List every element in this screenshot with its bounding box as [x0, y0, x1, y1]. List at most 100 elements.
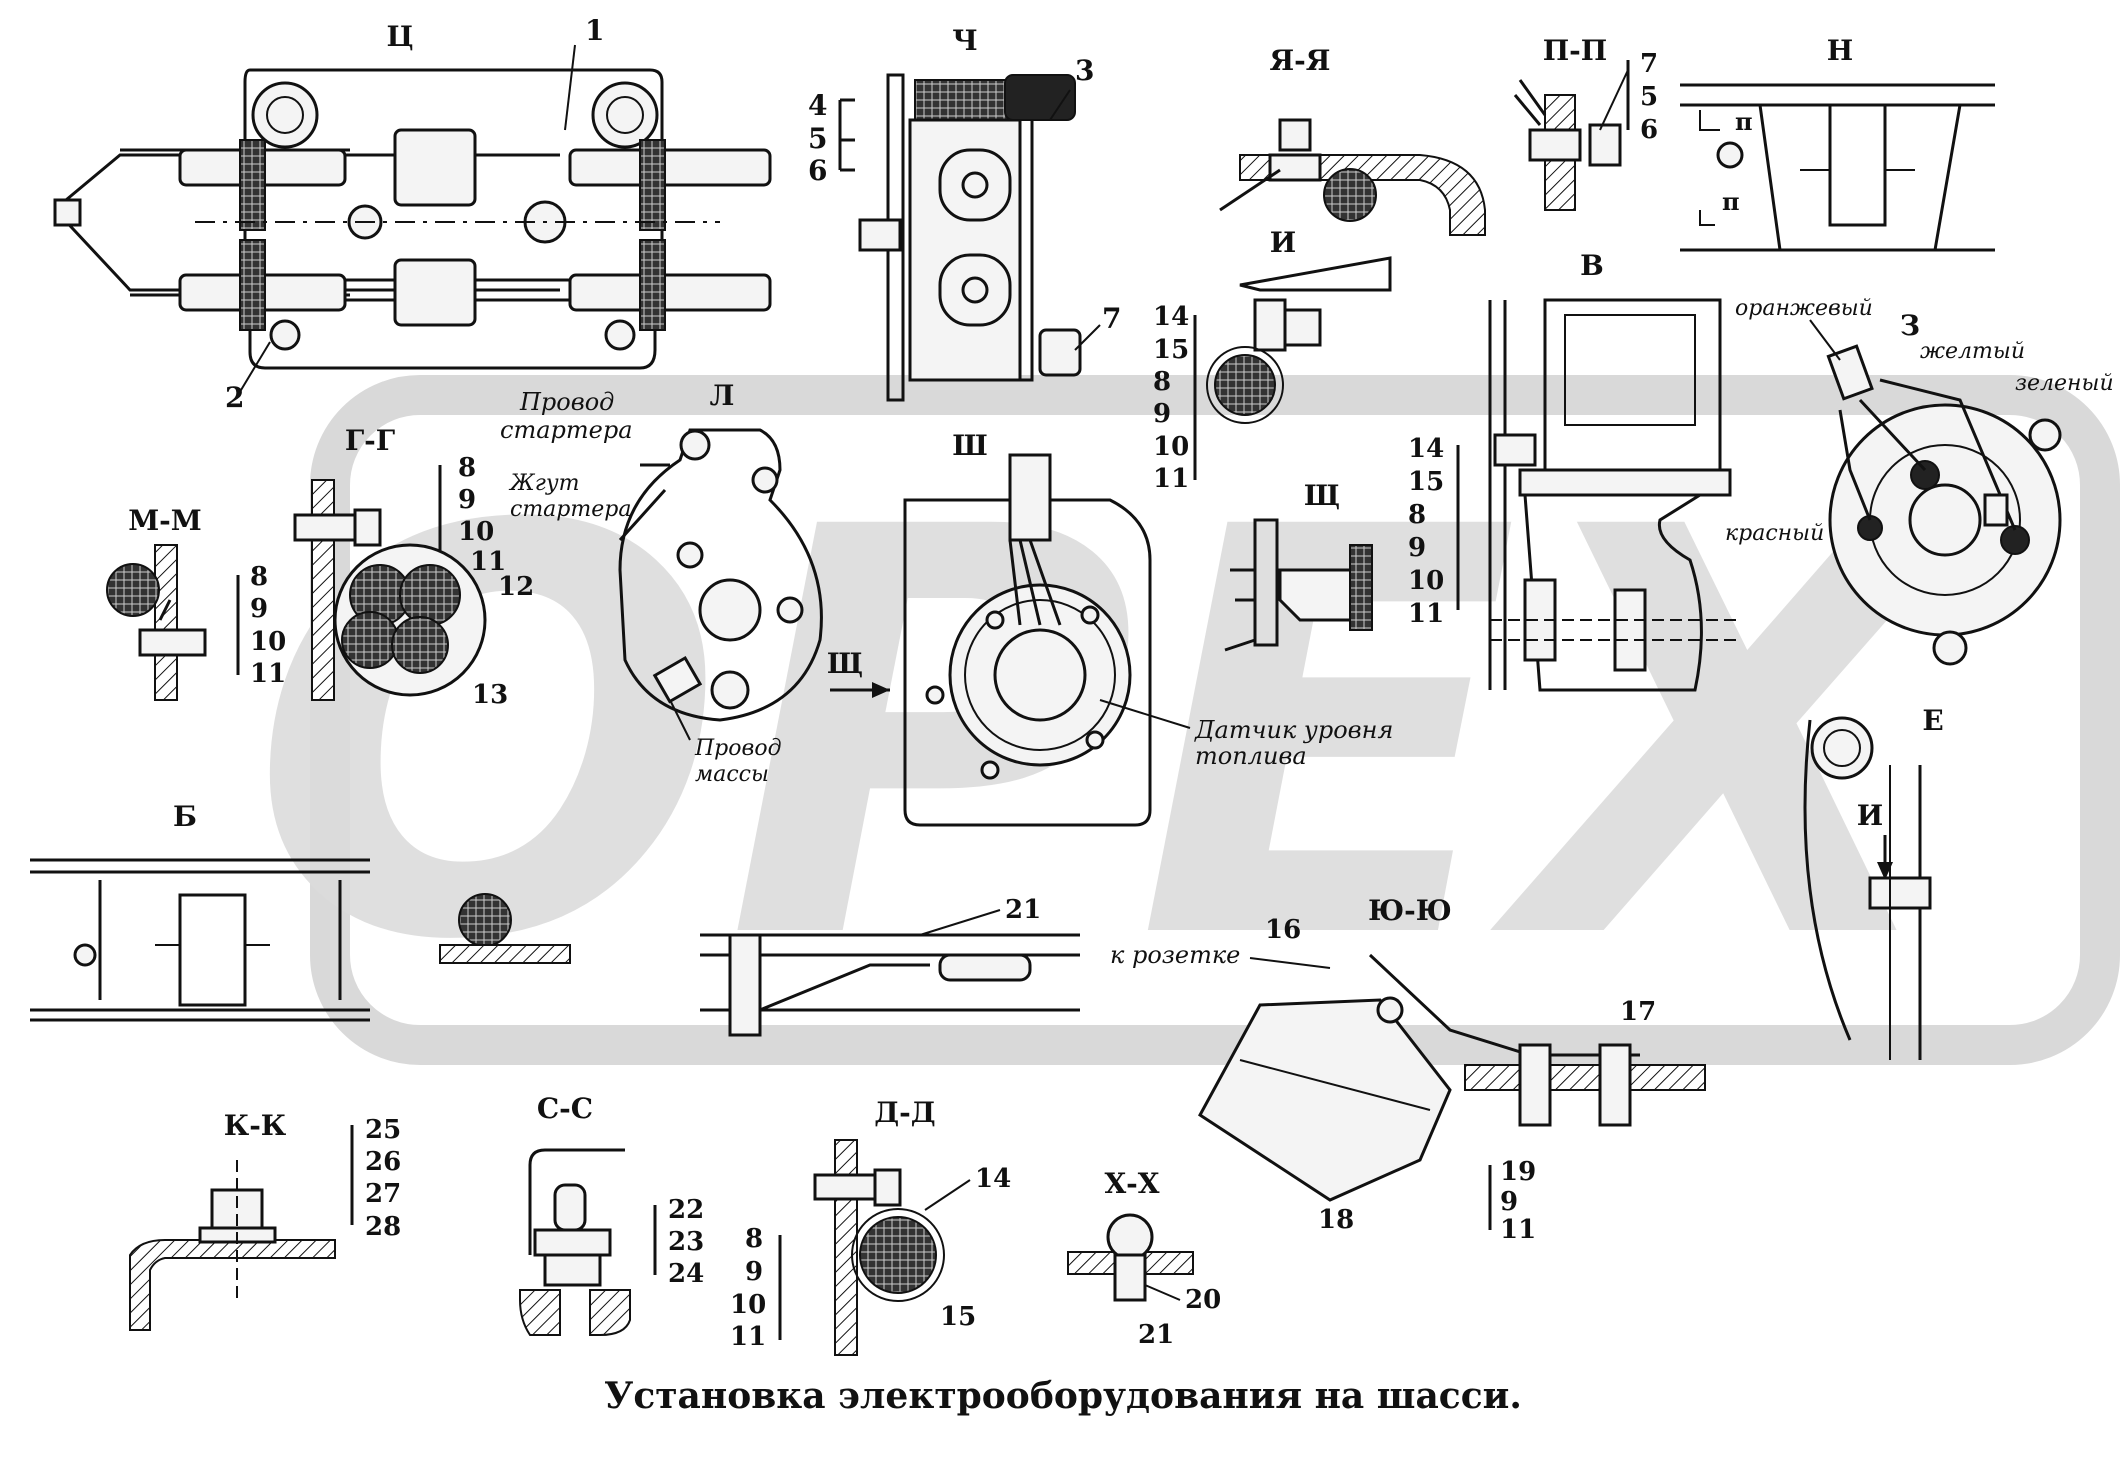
view-e-title: Е — [1922, 704, 1943, 737]
view-n-mark-top: п — [1735, 107, 1753, 136]
view-z-wire-red: красный — [1725, 521, 1824, 546]
view-n-mark-bottom: п — [1722, 187, 1740, 216]
view-ss-callout-22: 22 — [668, 1195, 704, 1225]
view-i-title: И — [1270, 226, 1296, 259]
view-sh-note-2: топлива — [1195, 742, 1307, 770]
view-gg-callout-10: 10 — [458, 517, 494, 547]
view-dd-callout-8: 8 — [745, 1224, 763, 1254]
view-l-note-harness-1: Жгут — [508, 471, 579, 496]
view-mm-callout-8: 8 — [250, 562, 268, 592]
view-sh-note-1: Датчик уровня — [1194, 716, 1393, 744]
view-ss: С-С 22 23 24 — [519, 1092, 704, 1336]
view-ya-title: Я-Я — [1269, 44, 1330, 77]
view-b-title: Б — [173, 800, 197, 833]
view-ch-callout-5: 5 — [808, 122, 827, 155]
view-gg-callout-13: 13 — [472, 680, 508, 710]
view-dd-title: Д-Д — [874, 1096, 935, 1129]
view-ch-callout-7: 7 — [1102, 302, 1121, 335]
view-b: Б — [30, 800, 571, 1022]
view-v-callout-14: 14 — [1408, 434, 1444, 464]
view-pp-callout-5: 5 — [1640, 82, 1658, 112]
view-sh-arrow-label: Щ — [827, 647, 863, 680]
view-yu-callout-11: 11 — [1500, 1215, 1536, 1245]
view-ch-callout-3: 3 — [1075, 54, 1094, 87]
view-gg: Г-Г 8 9 10 11 12 13 — [293, 424, 534, 710]
view-kk-title: К-К — [224, 1109, 287, 1142]
view-gg-title: Г-Г — [345, 424, 395, 457]
view-ch: Ч 3 4 5 6 7 — [808, 24, 1121, 402]
view-l-title: Л — [710, 379, 735, 412]
view-sh-title: Ш — [952, 429, 988, 462]
view-n: Н п п — [1680, 34, 1995, 252]
view-dd-callout-10: 10 — [730, 1290, 766, 1320]
view-xx-callout-21: 21 — [1138, 1320, 1174, 1350]
view-l-note-wire-2: стартера — [500, 416, 633, 444]
view-v-callout-11: 11 — [1408, 599, 1444, 629]
view-xx-title: Х-Х — [1104, 1167, 1159, 1200]
view-ch-title: Ч — [952, 24, 978, 57]
view-pp: П-П 7 5 6 — [1513, 34, 1658, 211]
view-yu-callout-16: 16 — [1265, 915, 1301, 945]
view-kk-callout-25: 25 — [365, 1115, 401, 1145]
view-i-callout-10: 10 — [1153, 432, 1189, 462]
view-v-callout-15: 15 — [1408, 467, 1444, 497]
view-ya: Я-Я — [1219, 44, 1486, 236]
view-mm-callout-9: 9 — [250, 594, 268, 624]
view-dd-callout-9: 9 — [745, 1257, 763, 1287]
view-i-callout-15: 15 — [1153, 335, 1189, 365]
figure-caption: Установка электрооборудования на шасси. — [604, 1375, 1522, 1417]
view-kk-callout-27: 27 — [365, 1179, 401, 1209]
view-kk-callout-26: 26 — [365, 1147, 401, 1177]
view-shch: Щ — [1224, 479, 1373, 652]
view-i: И 14 15 8 9 10 11 — [1153, 226, 1392, 494]
view-l-note-ground-2: массы — [695, 762, 769, 787]
view-i-callout-11: 11 — [1153, 464, 1189, 494]
view-mm-title: М-М — [128, 504, 202, 537]
view-v-callout-10: 10 — [1408, 566, 1444, 596]
view-l-note-harness-2: стартера — [510, 497, 631, 522]
view-ts-title: Ц — [386, 20, 413, 53]
view-yu-callout-9: 9 — [1500, 1187, 1518, 1217]
view-z-title: З — [1900, 309, 1920, 342]
view-v-callout-9: 9 — [1408, 533, 1426, 563]
view-gg-callout-12: 12 — [498, 572, 534, 602]
view-kk-callout-28: 28 — [365, 1212, 401, 1242]
view-dd-callout-11: 11 — [730, 1322, 766, 1352]
view-pp-callout-6: 6 — [1640, 115, 1658, 145]
view-ss-callout-23: 23 — [668, 1227, 704, 1257]
view-v-callout-8: 8 — [1408, 500, 1426, 530]
view-mm-callout-10: 10 — [250, 627, 286, 657]
view-yu-note: к розетке — [1110, 941, 1240, 969]
view-v: В 14 15 8 9 10 11 — [1408, 249, 1740, 692]
view-i-callout-9: 9 — [1153, 399, 1171, 429]
view-pp-callout-7: 7 — [1640, 49, 1658, 79]
view-gg-callout-11: 11 — [470, 547, 506, 577]
view-mid: 21 — [700, 895, 1080, 1037]
view-ch-callout-6: 6 — [808, 154, 827, 187]
view-e: Е И — [1803, 704, 1944, 1060]
view-gg-callout-8: 8 — [458, 453, 476, 483]
view-z-wire-green: зеленый — [2015, 371, 2114, 396]
view-i-callout-14: 14 — [1153, 302, 1189, 332]
view-mm-callout-11: 11 — [250, 659, 286, 689]
view-sh: Ш Щ Датчик уровня топлива — [827, 429, 1393, 827]
view-yu-callout-19: 19 — [1500, 1157, 1536, 1187]
view-dd-callout-15: 15 — [940, 1302, 976, 1332]
view-l-note-wire-1: Провод — [519, 388, 614, 416]
view-mid-callout-21: 21 — [1005, 895, 1041, 925]
view-yu: Ю-Ю к розетке 16 17 18 19 9 11 — [1110, 894, 1706, 1245]
view-shch-title: Щ — [1304, 479, 1340, 512]
view-yu-title: Ю-Ю — [1368, 894, 1452, 927]
view-pp-title: П-П — [1543, 34, 1608, 67]
view-yu-callout-18: 18 — [1318, 1205, 1354, 1235]
view-ss-callout-24: 24 — [668, 1259, 704, 1289]
view-xx: Х-Х 20 21 — [1067, 1167, 1221, 1350]
view-ts: Ц 1 2 — [53, 14, 772, 414]
view-mm: М-М 8 9 10 11 — [106, 504, 286, 701]
view-ts-callout-1: 1 — [585, 14, 604, 47]
view-kk: К-К 25 26 27 28 — [129, 1109, 401, 1331]
view-xx-callout-20: 20 — [1185, 1285, 1221, 1315]
view-l: Л Провод стартера Жгут стартера Провод м… — [500, 379, 823, 787]
view-dd-callout-14: 14 — [975, 1164, 1011, 1194]
